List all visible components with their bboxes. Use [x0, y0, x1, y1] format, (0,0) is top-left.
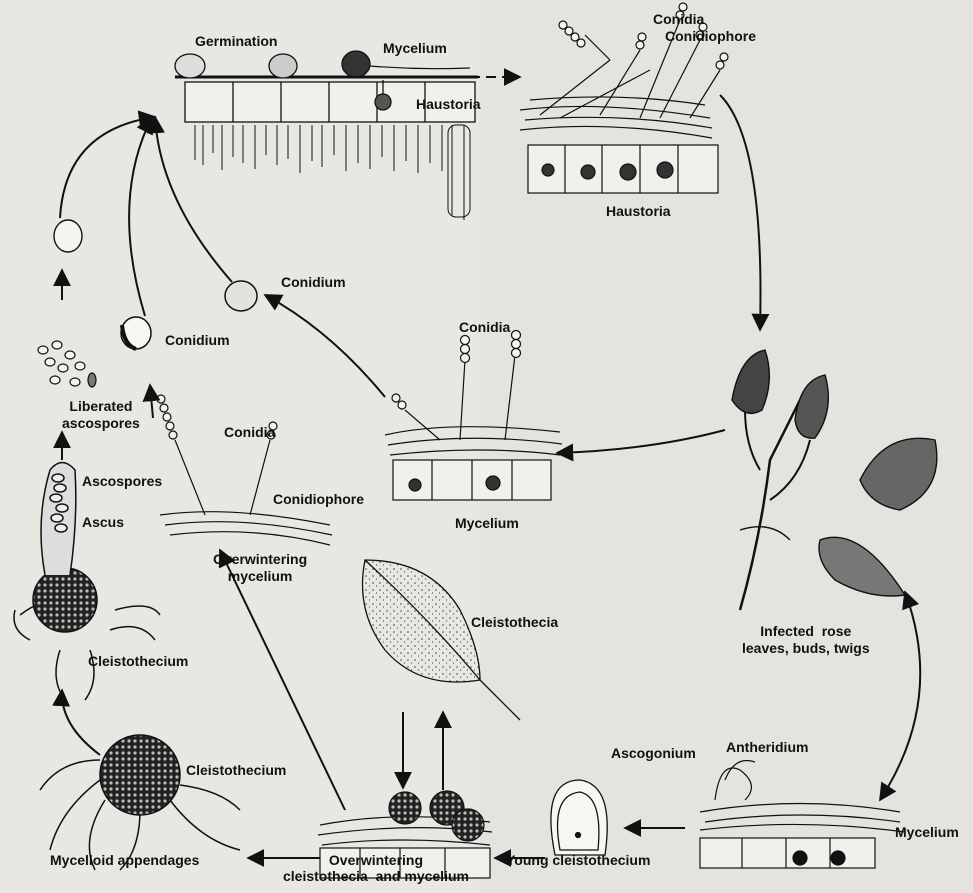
- conidium-mid-drawing: [225, 281, 257, 311]
- label-overwintering-cleistothecia: Overwintering cleistothecia and mycelium: [283, 852, 469, 884]
- label-conidia-top: Conidia: [653, 12, 704, 27]
- label-cleistothecium-bottom: Cleistothecium: [186, 763, 286, 778]
- conidiophore-group-left: [157, 395, 332, 545]
- label-ascospores: Ascospores: [82, 474, 162, 489]
- label-cleistothecia-leaf: Cleistothecia: [471, 615, 558, 630]
- label-cleistothecium-left: Cleistothecium: [88, 654, 188, 669]
- label-conidium-left: Conidium: [165, 333, 230, 348]
- label-liberated-ascospores: Liberated ascospores: [62, 398, 140, 432]
- label-overwintering-mycelium: Overwintering mycelium: [213, 551, 307, 585]
- label-infected-rose: Infected rose leaves, buds, twigs: [742, 623, 870, 657]
- label-germination: Germination: [195, 34, 277, 49]
- label-mycelium-center: Mycelium: [455, 516, 519, 531]
- label-ascus: Ascus: [82, 515, 124, 530]
- label-conidiophore-top: Conidiophore: [665, 29, 756, 44]
- label-conidium-mid: Conidium: [281, 275, 346, 290]
- young-cleistothecium-drawing: [551, 780, 607, 855]
- label-young-cleistothecium: Young cleistothecium: [506, 853, 650, 868]
- label-mycelium-top: Mycelium: [383, 41, 447, 56]
- label-antheridium: Antheridium: [726, 740, 808, 755]
- conidium-left-drawing: [121, 317, 151, 349]
- label-haustoria-right: Haustoria: [606, 204, 671, 219]
- cleistothecium-bottom-drawing: [40, 735, 240, 870]
- label-mycelloid-appendages: Mycelloid appendages: [50, 853, 199, 868]
- label-haustoria-top: Haustoria: [416, 97, 481, 112]
- top-leaf-section: [175, 51, 478, 220]
- label-mycelium-bottom-right: Mycelium: [895, 825, 959, 840]
- label-conidia-center: Conidia: [459, 320, 510, 335]
- liberated-ascospores-drawing: [38, 341, 96, 387]
- label-ascogonium: Ascogonium: [611, 746, 696, 761]
- label-conidiophore-left: Conidiophore: [273, 492, 364, 507]
- label-conidia-left: Conidia: [224, 425, 275, 440]
- ascospore-drawing: [54, 220, 82, 252]
